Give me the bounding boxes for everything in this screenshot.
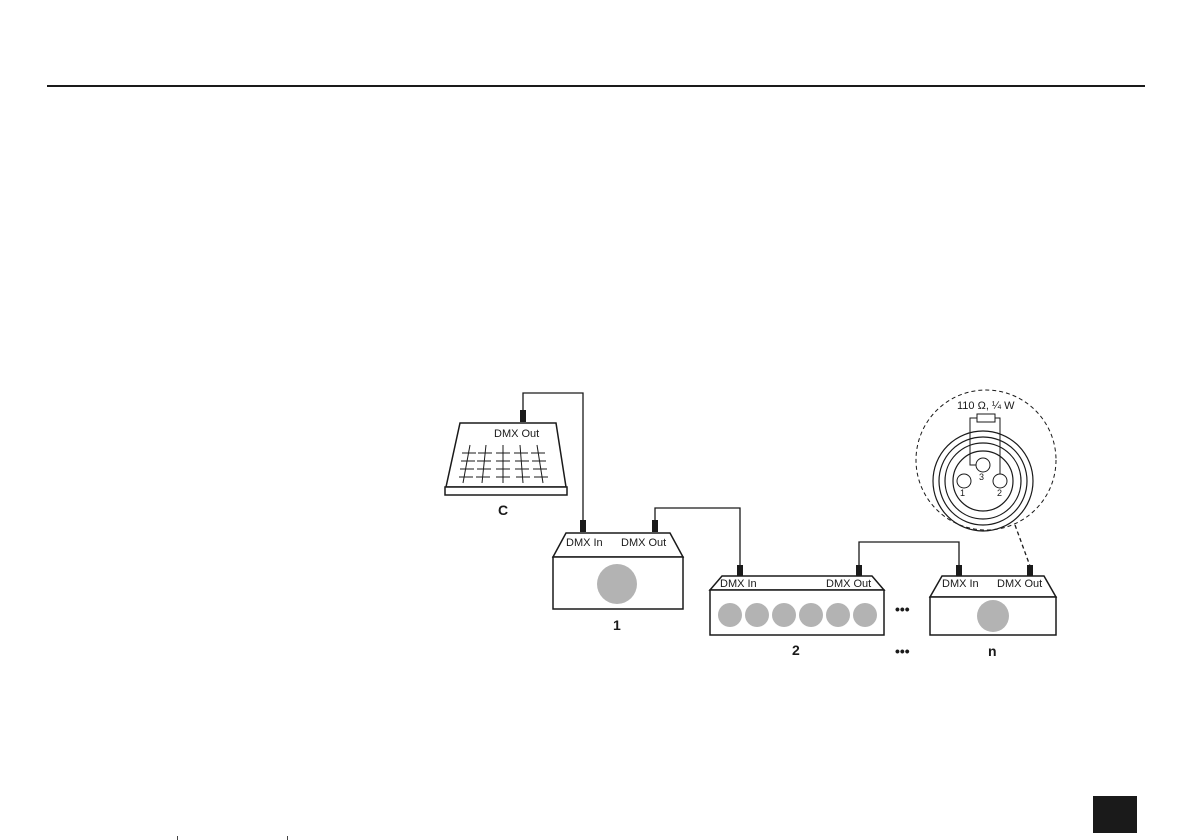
deviceN-in-label: DMX In [942, 578, 979, 590]
deviceN-out-label: DMX Out [997, 578, 1042, 590]
pin-3-label: 3 [979, 472, 984, 482]
controller-out-label: DMX Out [494, 428, 539, 440]
pin-2-label: 2 [997, 488, 1002, 498]
device2-id-label: 2 [792, 642, 800, 658]
terminator-leader-line [1015, 525, 1030, 566]
xlr-terminator-detail: 110 Ω, ¼ W 1 2 3 [916, 390, 1056, 531]
deviceN-id-label: n [988, 643, 997, 659]
dmx-device-1: DMX In DMX Out 1 [553, 533, 683, 633]
cable-device2-to-deviceN [859, 542, 959, 566]
device2-out-label: DMX Out [826, 578, 871, 590]
dmx-controller: DMX Out C [445, 423, 567, 518]
device1-id-label: 1 [613, 617, 621, 633]
device1-in-label: DMX In [566, 537, 603, 549]
chain-ellipsis-bottom: ••• [895, 643, 910, 659]
deviceN-lamp [977, 600, 1009, 632]
dmx-device-2: DMX In DMX Out 2 [710, 576, 884, 658]
dmx-device-n: DMX In DMX Out n [930, 576, 1056, 659]
device1-lamp [597, 564, 637, 604]
terminator-resistor [977, 414, 995, 422]
page-number-tab [1093, 796, 1137, 833]
controller-id-label: C [498, 502, 508, 518]
chain-ellipsis-top: ••• [895, 601, 910, 617]
footer-tick [177, 836, 178, 840]
footer-tick [287, 836, 288, 840]
resistor-label: 110 Ω, ¼ W [957, 400, 1015, 412]
pin-1-label: 1 [960, 488, 965, 498]
device1-out-label: DMX Out [621, 537, 666, 549]
device2-in-label: DMX In [720, 578, 757, 590]
